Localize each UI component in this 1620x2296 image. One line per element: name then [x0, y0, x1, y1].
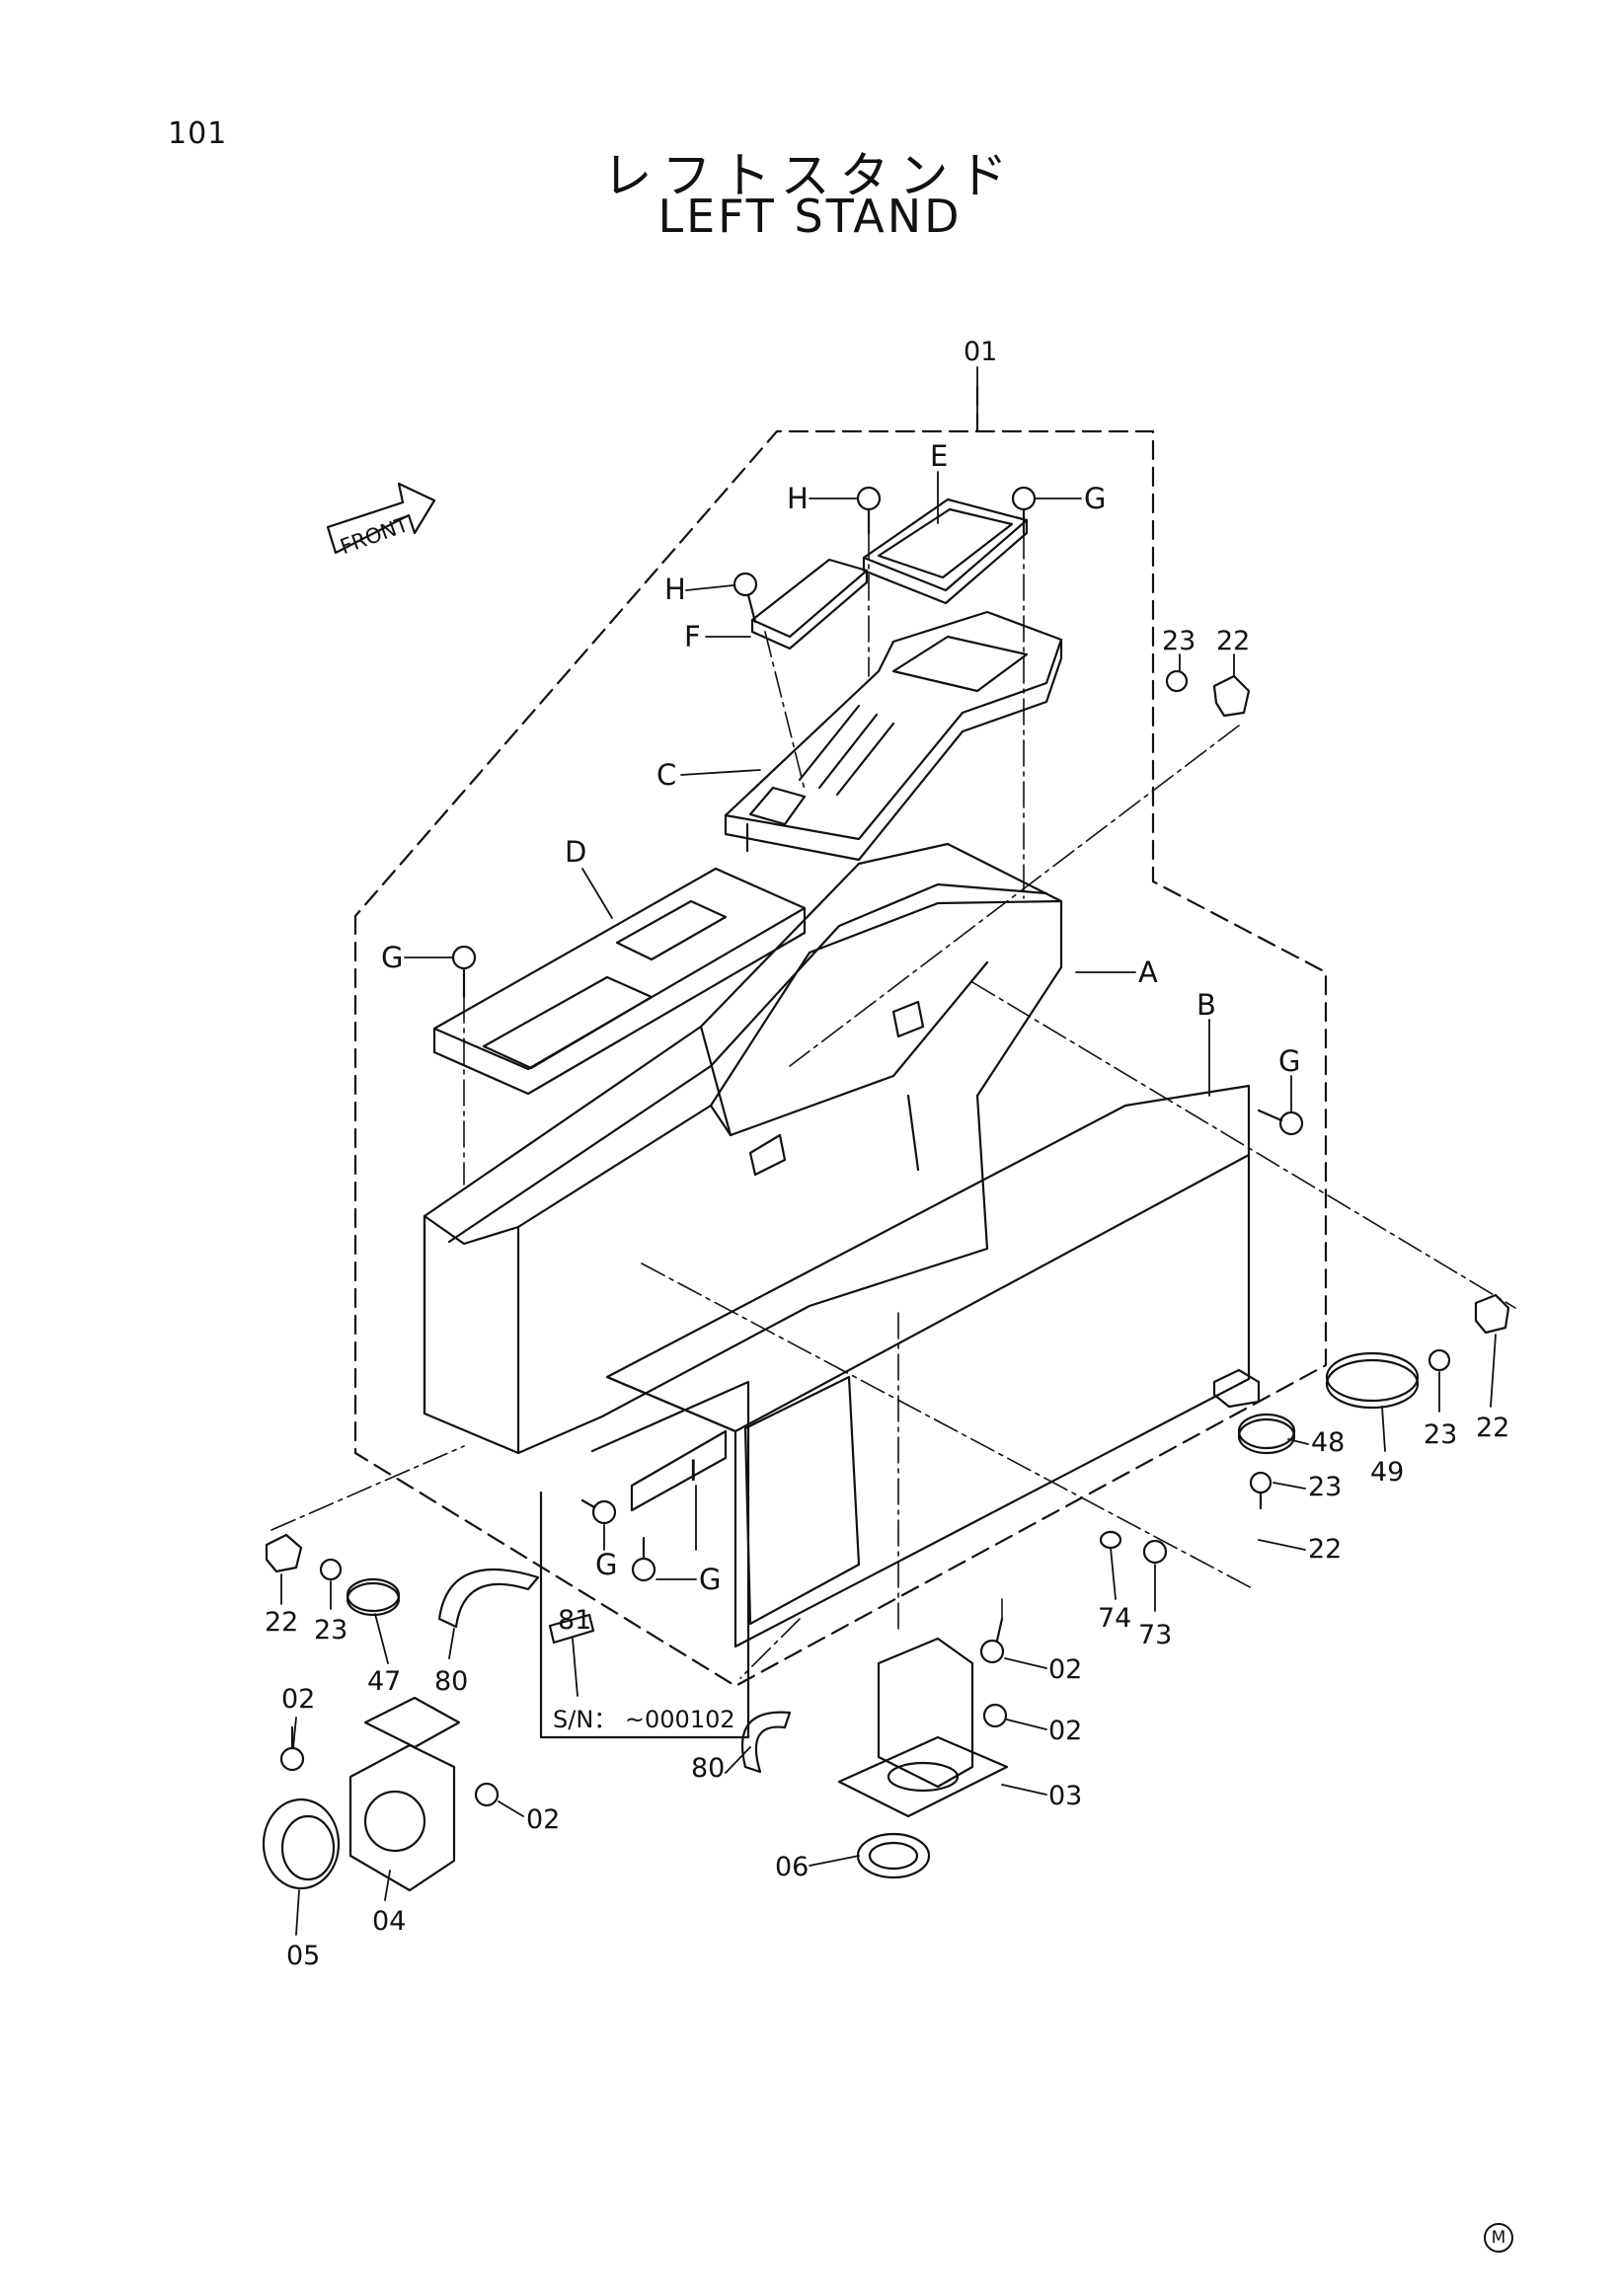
label-23-a: 23: [1162, 626, 1196, 656]
label-80-b: 80: [691, 1753, 725, 1784]
clamp-48: [1237, 1413, 1296, 1455]
clip-22-b: [1212, 674, 1251, 718]
label-G-top: G: [1084, 482, 1106, 515]
clamp-47: [346, 1577, 401, 1617]
bolt-23-a: [1165, 669, 1189, 693]
washer-74: [1099, 1530, 1122, 1550]
bolt-23-c: [1249, 1471, 1273, 1510]
label-49: 49: [1370, 1457, 1404, 1488]
label-02-a: 02: [1048, 1654, 1082, 1685]
page-number: 101: [168, 116, 228, 151]
label-06: 06: [775, 1852, 809, 1882]
bolt-H-top: [856, 486, 882, 535]
bolt-G-lower-a: [580, 1498, 617, 1525]
bolt-02-c: [279, 1725, 305, 1772]
label-A: A: [1138, 956, 1158, 989]
band-49: [1325, 1351, 1420, 1410]
clip-22-c: [1474, 1293, 1510, 1335]
label-B: B: [1196, 988, 1216, 1022]
label-22-b: 22: [1476, 1413, 1509, 1443]
cover-E: [862, 497, 1029, 605]
bolt-G-panel: [451, 945, 477, 999]
label-C: C: [656, 758, 676, 792]
corner-mark: M: [1484, 2223, 1513, 2253]
bolt-23-d: [319, 1558, 343, 1581]
label-23-b: 23: [1424, 1419, 1457, 1450]
stand-frame-A: [423, 842, 1063, 1455]
label-81: 81: [558, 1605, 591, 1636]
bolt-G-top: [1011, 486, 1037, 535]
bolt-02-b: [982, 1703, 1008, 1728]
bracket-04: [348, 1696, 461, 1892]
serial-inset-box: S/N： ~000102: [539, 1380, 750, 1739]
label-G-lower-a: G: [595, 1548, 617, 1581]
label-H-mid: H: [664, 573, 686, 606]
serial-note: S/N： ~000102: [553, 1706, 735, 1733]
label-04: 04: [372, 1906, 406, 1937]
cover-F: [750, 558, 869, 651]
bolt-G-right: [1257, 1109, 1304, 1136]
label-74: 74: [1098, 1603, 1131, 1634]
label-G-right: G: [1278, 1044, 1300, 1078]
label-22-d: 22: [265, 1607, 298, 1638]
clip-22-a: [1212, 1368, 1261, 1409]
grommet-05: [262, 1798, 341, 1890]
label-22-c: 22: [1308, 1534, 1342, 1565]
label-02-d: 02: [526, 1804, 560, 1835]
title-japanese: レフトスタンド: [602, 147, 1018, 204]
label-80-a: 80: [434, 1666, 468, 1697]
front-arrow: FRONT: [326, 482, 436, 559]
label-05: 05: [286, 1941, 320, 1971]
label-73: 73: [1138, 1620, 1172, 1650]
alignment-lines: [270, 532, 1516, 1679]
title-english: LEFT STAND: [657, 190, 963, 243]
label-I: I: [689, 1454, 698, 1488]
bolt-H-mid: [733, 572, 758, 624]
seal-80-bottom: [740, 1711, 792, 1774]
label-F: F: [684, 620, 701, 653]
part-labels: 01 E H G H F C D G A B G 23 22 48 49 23 …: [265, 337, 1509, 1971]
label-23-d: 23: [314, 1615, 347, 1645]
bolt-02-d: [474, 1782, 500, 1807]
label-03: 03: [1048, 1781, 1082, 1811]
label-01: 01: [964, 337, 997, 367]
label-D: D: [565, 835, 586, 869]
label-02-c: 02: [281, 1684, 315, 1715]
label-E: E: [930, 439, 948, 473]
grommet-06: [856, 1832, 931, 1879]
bracket-03: [837, 1637, 1009, 1818]
label-G-lower-b: G: [699, 1563, 721, 1596]
top-cover-C: [724, 610, 1063, 862]
label-02-b: 02: [1048, 1716, 1082, 1746]
seal-80-left: [437, 1568, 540, 1629]
bolt-02-a: [979, 1617, 1005, 1664]
label-G-panel: G: [381, 941, 403, 974]
bolt-G-lower-b: [631, 1536, 656, 1582]
clip-22-d: [265, 1533, 303, 1573]
label-22-a: 22: [1216, 626, 1250, 656]
upper-panel-D: [432, 867, 807, 1096]
label-23-c: 23: [1308, 1472, 1342, 1502]
label-47: 47: [367, 1666, 401, 1697]
bolt-73: [1142, 1539, 1168, 1565]
bolt-23-b: [1427, 1348, 1451, 1372]
label-H-top: H: [787, 482, 809, 515]
leader-lines: [280, 366, 1497, 1936]
label-48: 48: [1311, 1427, 1345, 1458]
